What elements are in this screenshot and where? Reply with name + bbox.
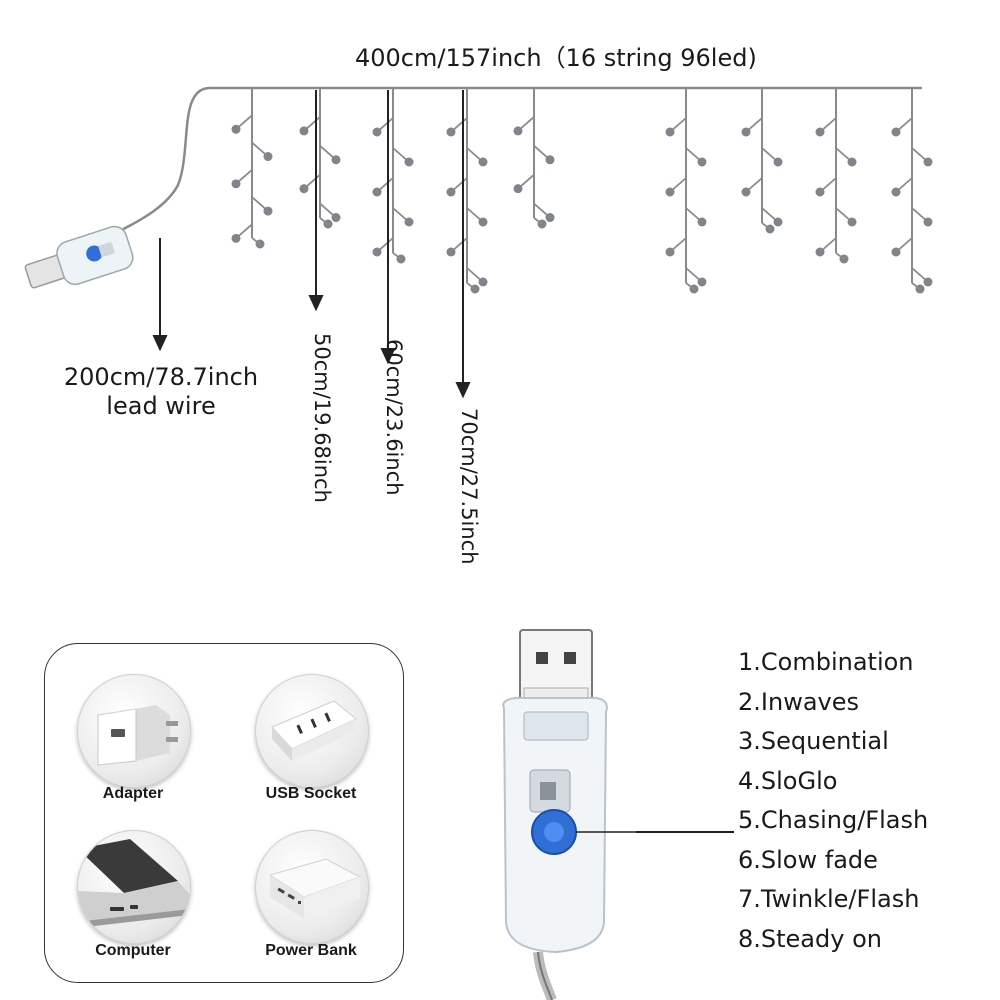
usb-socket-label: USB Socket — [265, 785, 357, 802]
led-bulb — [404, 217, 414, 227]
drop-60-label: 60cm/23.6inch — [382, 339, 406, 496]
usb-socket-circle — [255, 674, 369, 788]
computer-circle — [77, 830, 191, 944]
mode-item: 3.Sequential — [738, 727, 889, 755]
led-bulb — [478, 157, 488, 167]
adapter-label: Adapter — [102, 785, 164, 802]
led-bulb — [665, 187, 675, 197]
led-bulb — [665, 247, 675, 257]
adapter-icon — [97, 705, 178, 766]
led-bulb — [299, 126, 309, 136]
mode-list: 1.Combination 2.Inwaves 3.Sequential 4.S… — [738, 643, 928, 959]
led-bulb — [891, 187, 901, 197]
led-bulb — [299, 184, 309, 194]
lead-wire-length: 200cm/78.7inch — [63, 363, 259, 391]
led-bulb — [773, 217, 783, 227]
led-bulb — [847, 157, 857, 167]
led-bulb — [372, 187, 382, 197]
led-bulb — [847, 217, 857, 227]
mode-item: 1.Combination — [738, 648, 914, 676]
led-bulb — [263, 206, 273, 216]
led-bulb — [773, 157, 783, 167]
mode-item: 8.Steady on — [738, 924, 882, 953]
lead-wire-label: 200cm/78.7inch lead wire — [45, 363, 277, 421]
led-bulb — [545, 155, 555, 165]
led-bulb — [231, 124, 241, 134]
power-bank-circle — [255, 830, 369, 944]
led-bulb — [372, 127, 382, 137]
mode-item: 6.Slow fade — [738, 845, 878, 874]
led-bulb — [815, 187, 825, 197]
icicle-strands — [231, 88, 933, 294]
led-bulb — [446, 127, 456, 137]
led-bulb — [231, 233, 241, 243]
top-dimension-label: 400cm/157inch（16 string 96led) — [355, 44, 757, 72]
computer-label: Computer — [95, 942, 171, 959]
led-bulb — [478, 277, 488, 287]
led-bulb — [263, 152, 273, 162]
led-bulb — [815, 127, 825, 137]
drop-70-arrowhead — [455, 382, 471, 399]
led-bulb — [478, 217, 488, 227]
led-bulb — [331, 213, 341, 223]
drop-50-label: 50cm/19.68inch — [310, 333, 334, 503]
drop-50-arrowhead — [308, 295, 324, 312]
mode-item: 5.Chasing/Flash — [738, 806, 929, 834]
led-bulb — [741, 127, 751, 137]
lead-wire-arrowhead — [152, 335, 168, 352]
led-bulb — [331, 155, 341, 165]
led-bulb — [697, 157, 707, 167]
led-bulb — [815, 247, 825, 257]
mode-item: 7.Twinkle/Flash — [738, 885, 920, 913]
led-bulb — [923, 217, 933, 227]
mode-item: 2.Inwaves — [738, 687, 859, 716]
drop-60-arrowhead — [380, 348, 396, 365]
mode-item: 4.SloGlo — [738, 766, 838, 795]
drop-70-label: 70cm/27.5inch — [457, 408, 481, 565]
power-bank-label: Power Bank — [265, 942, 357, 959]
led-bulb — [513, 184, 523, 194]
led-bulb — [513, 126, 523, 136]
led-bulb — [665, 127, 675, 137]
led-bulb — [372, 247, 382, 257]
led-bulb — [741, 187, 751, 197]
light-strip-diagram — [24, 86, 933, 399]
led-bulb — [446, 247, 456, 257]
led-bulb — [404, 157, 414, 167]
usb-socket-icon — [271, 700, 357, 761]
led-bulb — [923, 277, 933, 287]
led-bulb — [891, 247, 901, 257]
mini-usb-controller-icon — [24, 225, 134, 289]
led-bulb — [446, 187, 456, 197]
led-bulb — [545, 213, 555, 223]
led-bulb — [923, 157, 933, 167]
led-bulb — [231, 179, 241, 189]
adapter-circle — [77, 674, 191, 788]
led-bulb — [891, 127, 901, 137]
mode-pointer-line — [636, 831, 734, 833]
usb-controller-icon — [502, 629, 636, 1000]
laptop-icon — [78, 839, 190, 927]
led-bulb — [697, 277, 707, 287]
lead-wire-caption: lead wire — [106, 392, 216, 420]
led-bulb — [697, 217, 707, 227]
power-bank-icon — [268, 858, 362, 919]
lead-wire — [117, 86, 211, 234]
